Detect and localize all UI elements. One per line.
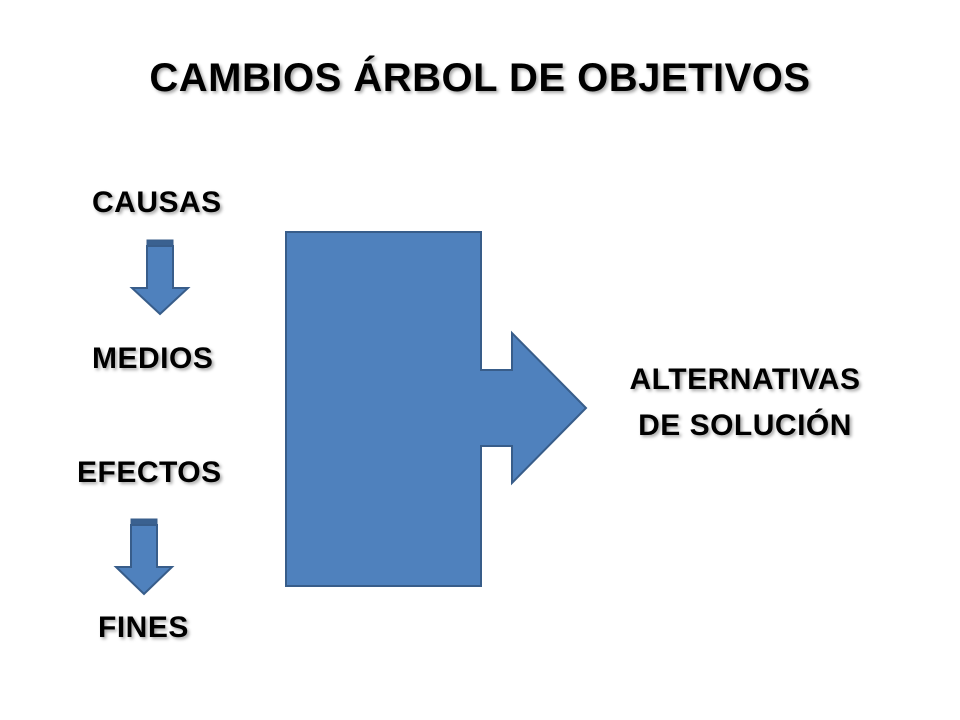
block-arrow-to-alternatives (285, 231, 588, 587)
slide-title: CAMBIOS ÁRBOL DE OBJETIVOS (149, 56, 811, 100)
label-efectos: EFECTOS (77, 456, 222, 489)
label-causas: CAUSAS (92, 186, 222, 219)
alternatives-line-2: DE SOLUCIÓN (638, 409, 852, 442)
label-fines: FINES (98, 611, 189, 644)
arrow-efectos-to-fines (113, 518, 175, 596)
arrow-causas-to-medios (129, 239, 191, 316)
label-medios: MEDIOS (92, 342, 214, 375)
alternatives-line-1: ALTERNATIVAS (629, 363, 861, 396)
